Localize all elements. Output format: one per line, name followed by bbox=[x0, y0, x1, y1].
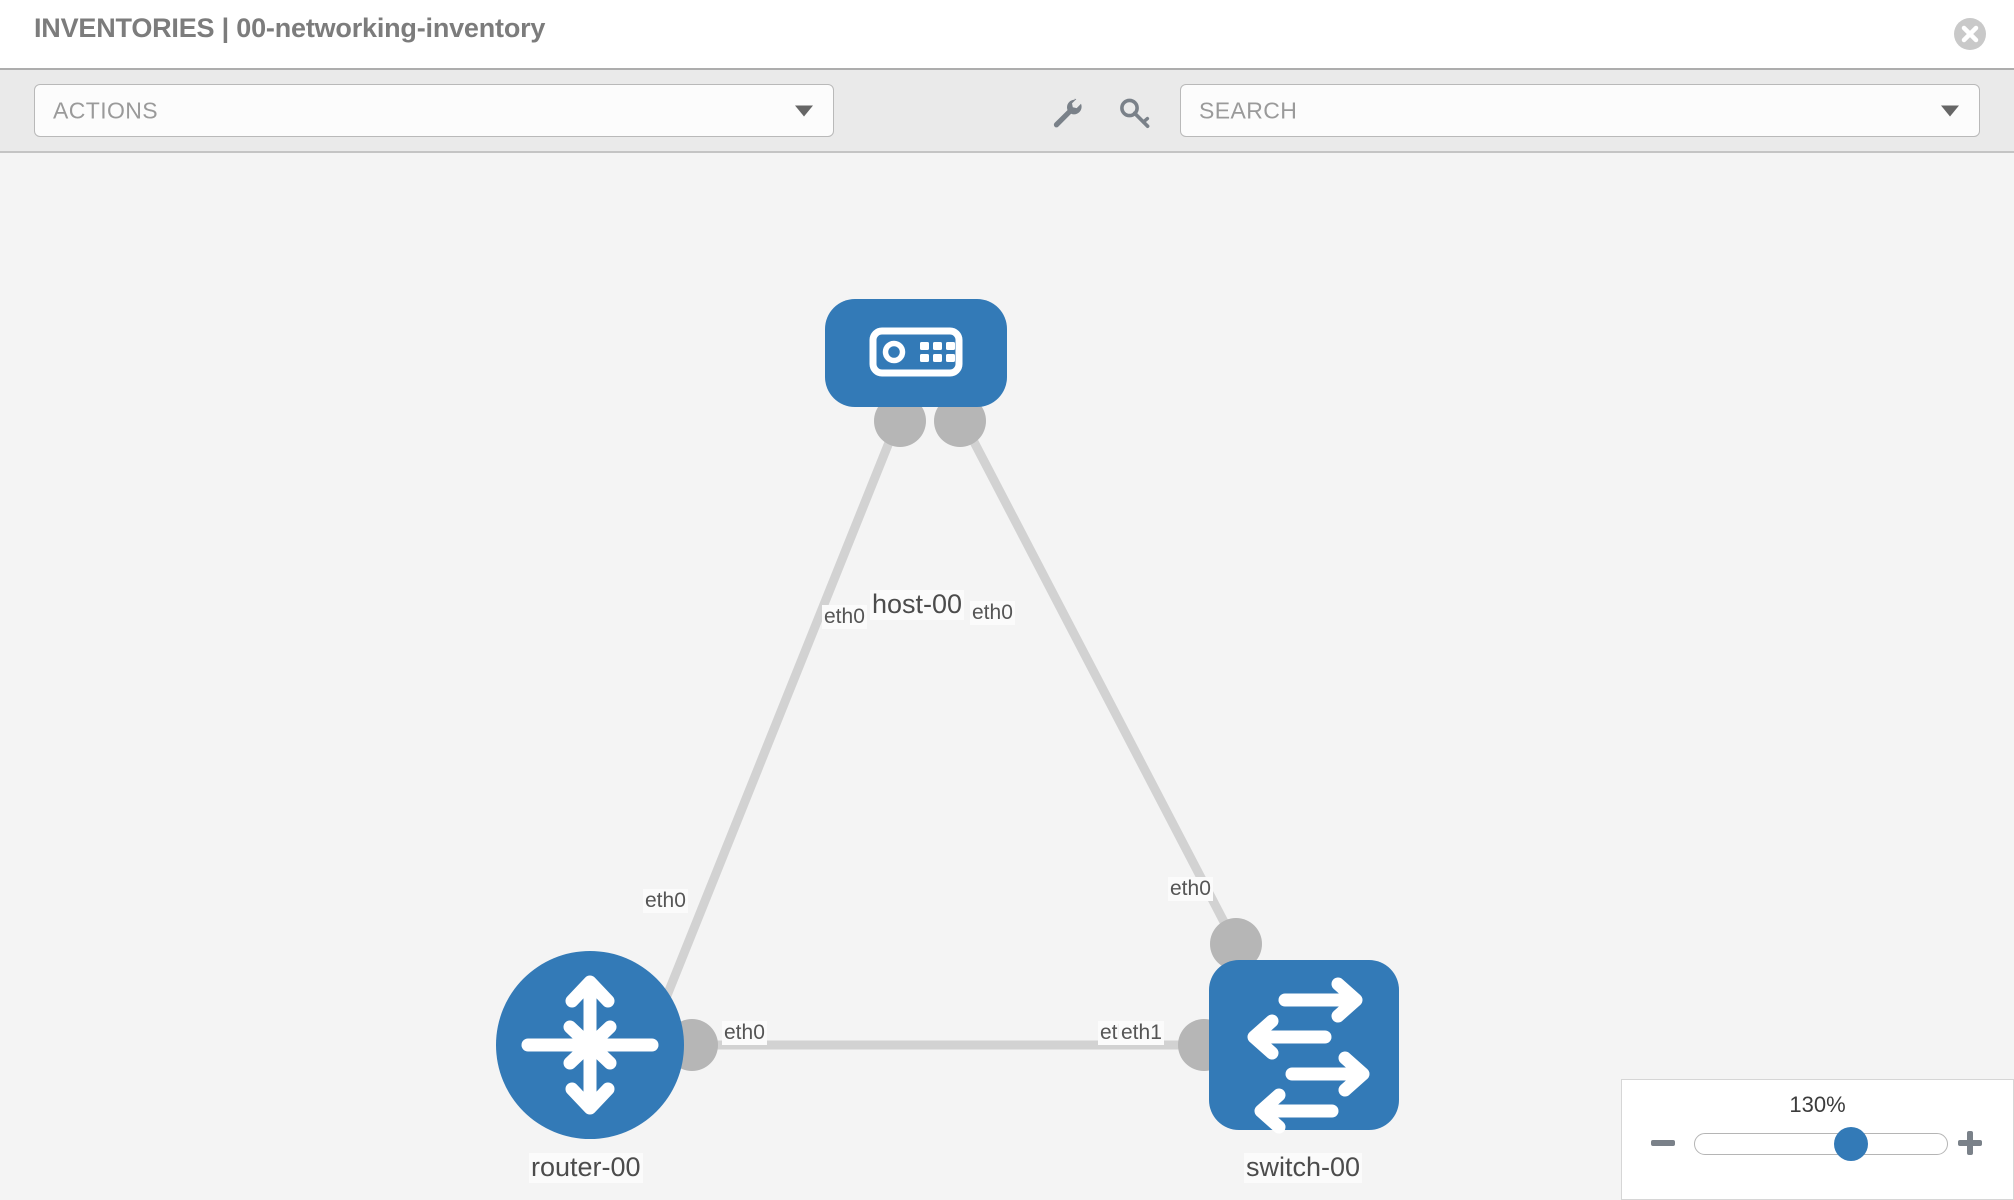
link-host-switch bbox=[956, 412, 1239, 946]
zoom-slider[interactable] bbox=[1694, 1133, 1948, 1155]
iface-label: eth1 bbox=[1119, 1021, 1164, 1046]
port-switch-top bbox=[1210, 918, 1262, 970]
zoom-level-label: 130% bbox=[1789, 1092, 1846, 1117]
topology-canvas[interactable]: eth0 eth0 eth0 eth0 eth0 eth0 eth1 host-… bbox=[0, 153, 2014, 1200]
node-switch-00[interactable] bbox=[1209, 960, 1399, 1134]
zoom-panel: 130% bbox=[1621, 1079, 2014, 1200]
topology-ports bbox=[666, 395, 1262, 1071]
topology-graph bbox=[496, 299, 1399, 1139]
page-header: INVENTORIES | 00-networking-inventory bbox=[0, 0, 2014, 68]
iface-label: eth0 bbox=[643, 889, 688, 914]
port-host-left bbox=[874, 395, 926, 447]
actions-dropdown[interactable]: ACTIONS bbox=[34, 84, 834, 137]
iface-label: eth0 bbox=[722, 1021, 767, 1046]
page-title: INVENTORIES | 00-networking-inventory bbox=[34, 13, 546, 43]
node-host-00[interactable] bbox=[825, 299, 1007, 407]
iface-label: eth0 bbox=[970, 601, 1015, 626]
node-router-00[interactable] bbox=[496, 951, 684, 1139]
link-host-router bbox=[655, 413, 905, 1015]
topology-links bbox=[655, 412, 1239, 1050]
chevron-down-icon bbox=[1941, 105, 1959, 116]
node-label-router-00: router-00 bbox=[529, 1152, 643, 1183]
node-label-host-00: host-00 bbox=[870, 589, 965, 620]
node-label-switch-00: switch-00 bbox=[1244, 1152, 1363, 1183]
zoom-slider-thumb[interactable] bbox=[1834, 1127, 1868, 1161]
iface-label: eth0 bbox=[1168, 877, 1213, 902]
iface-label: eth0 bbox=[822, 605, 867, 630]
zoom-out-button[interactable] bbox=[1648, 1128, 1678, 1158]
port-host-right bbox=[934, 395, 986, 447]
key-icon[interactable] bbox=[1117, 95, 1153, 131]
actions-dropdown-label: ACTIONS bbox=[53, 97, 159, 123]
close-icon[interactable] bbox=[1954, 18, 1986, 50]
search-placeholder: SEARCH bbox=[1199, 97, 1298, 123]
zoom-in-button[interactable] bbox=[1955, 1128, 1985, 1158]
chevron-down-icon bbox=[795, 105, 813, 116]
wrench-icon[interactable] bbox=[1049, 95, 1085, 131]
search-input[interactable]: SEARCH bbox=[1180, 84, 1980, 137]
